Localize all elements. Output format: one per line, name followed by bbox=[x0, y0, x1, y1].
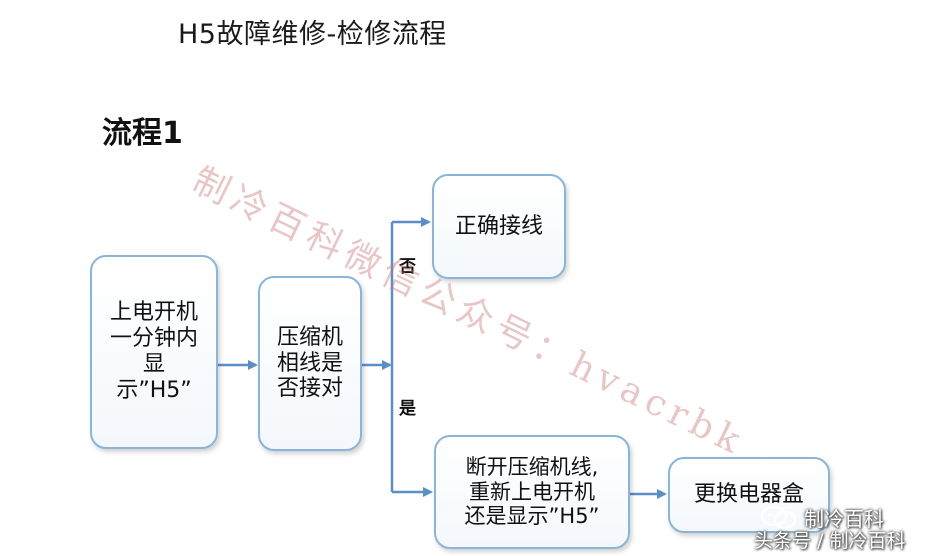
process-heading: 流程1 bbox=[102, 116, 183, 151]
wechat-account-badge: 制冷百科 bbox=[760, 503, 884, 532]
node-line: 上电开机 bbox=[109, 300, 198, 326]
node-line: 否接对 bbox=[276, 376, 343, 402]
node-line: 更换电器盒 bbox=[693, 482, 804, 508]
node-line: 示”H5” bbox=[116, 377, 192, 403]
node-line: 显 bbox=[142, 352, 165, 377]
branch-label-yes: 是 bbox=[399, 399, 416, 419]
node-line: 还是显示”H5” bbox=[464, 504, 600, 529]
node-line: 重新上电开机 bbox=[468, 479, 595, 504]
node-line: 相线是 bbox=[276, 350, 343, 376]
node-disconnect-recheck: 断开压缩机线, 重新上电开机 还是显示”H5” bbox=[434, 435, 630, 549]
node-power-on: 上电开机 一分钟内 显 示”H5” bbox=[90, 255, 218, 449]
branch-label-no: 否 bbox=[399, 257, 416, 277]
diagram-title: H5故障维修-检修流程 bbox=[178, 19, 447, 50]
node-correct-wiring: 正确接线 bbox=[432, 174, 566, 279]
node-line: 一分钟内 bbox=[109, 326, 198, 352]
wechat-icon bbox=[760, 505, 798, 531]
node-line: 正确接线 bbox=[454, 213, 543, 239]
source-credit: 头条号 / 制冷百科 bbox=[754, 530, 906, 552]
node-compressor-phase-check: 压缩机 相线是 否接对 bbox=[258, 276, 362, 451]
node-line: 压缩机 bbox=[276, 324, 343, 350]
wechat-account-name: 制冷百科 bbox=[804, 507, 884, 531]
node-line: 断开压缩机线, bbox=[465, 454, 599, 479]
node-replace-control-box: 更换电器盒 bbox=[668, 457, 830, 533]
